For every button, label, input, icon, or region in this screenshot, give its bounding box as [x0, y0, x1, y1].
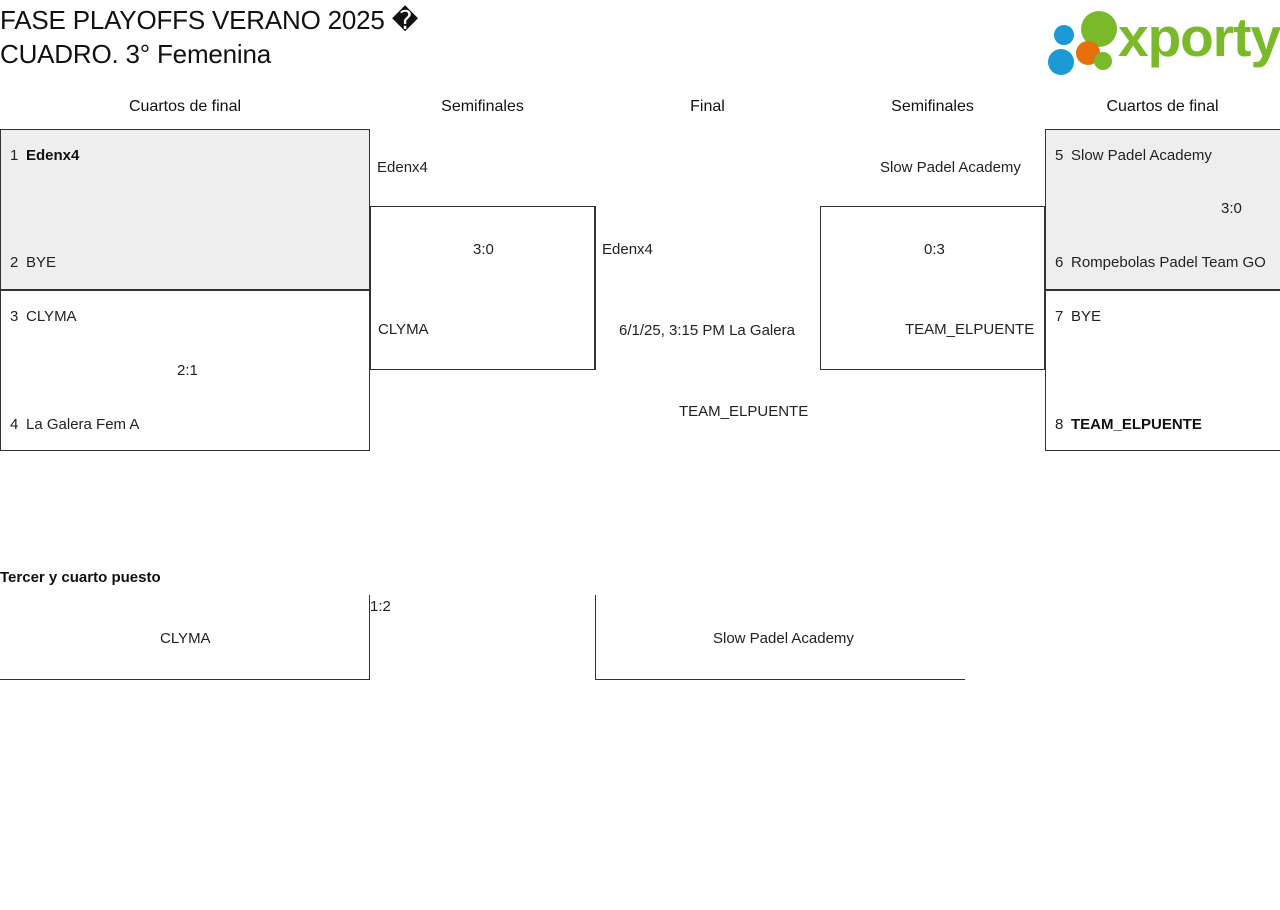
final-top-team[interactable]: Edenx4 [602, 241, 653, 258]
match-box-qf-right-2[interactable]: 7 BYE 8 TEAM_ELPUENTE [1045, 290, 1280, 451]
third-place-box-right[interactable]: Slow Padel Academy [595, 595, 965, 680]
seed-number: 4 [10, 416, 19, 433]
seed-number: 6 [1055, 254, 1064, 271]
logo-dots-icon [1048, 8, 1120, 75]
team-name[interactable]: Edenx4 [26, 147, 80, 164]
match-box-qf-right-1[interactable]: 5 Slow Padel Academy 3:0 6 Rompebolas Pa… [1045, 129, 1280, 290]
team-name[interactable]: La Galera Fem A [26, 416, 140, 433]
xporty-logo: xporty [1042, 4, 1280, 75]
column-header-quarterfinals-left: Cuartos de final [128, 98, 242, 115]
column-header-quarterfinals-right: Cuartos de final [1106, 98, 1219, 115]
semifinal-right-top-team[interactable]: Slow Padel Academy [880, 159, 1021, 176]
logo-dot-blue-top-icon [1054, 25, 1074, 45]
team-name[interactable]: TEAM_ELPUENTE [905, 321, 1035, 338]
logo-wordmark: xporty [1118, 6, 1280, 68]
team-name[interactable]: CLYMA [378, 321, 429, 338]
match-score: 3:0 [1221, 200, 1242, 217]
seed-number: 5 [1055, 147, 1064, 164]
seed-number: 1 [10, 147, 19, 164]
match-box-qf-left-2[interactable]: 3 CLYMA 2:1 4 La Galera Fem A [0, 290, 370, 451]
team-name[interactable]: BYE [1071, 308, 1102, 325]
page-title: FASE PLAYOFFS VERANO 2025 � CUADRO. 3° F… [0, 5, 419, 69]
third-place-score: 1:2 [370, 598, 391, 615]
seed-number: 3 [10, 308, 19, 325]
final-schedule: 6/1/25, 3:15 PM La Galera [619, 322, 795, 339]
team-name[interactable]: BYE [26, 254, 57, 271]
third-place-left-team[interactable]: CLYMA [160, 630, 211, 647]
third-place-title: Tercer y cuarto puesto [0, 569, 161, 586]
final-bottom-team[interactable]: TEAM_ELPUENTE [679, 403, 809, 420]
team-name[interactable]: CLYMA [26, 308, 77, 325]
connector-final-left [595, 206, 596, 370]
match-score: 2:1 [177, 362, 198, 379]
match-box-qf-left-1[interactable]: 1 Edenx4 2 BYE [0, 129, 370, 290]
seed-number: 7 [1055, 308, 1064, 325]
team-name[interactable]: Rompebolas Padel Team GO [1071, 254, 1266, 271]
match-score: 0:3 [924, 241, 945, 258]
logo-dot-blue-bottom-icon [1048, 49, 1074, 75]
match-box-semifinal-right[interactable]: 0:3 TEAM_ELPUENTE [820, 206, 1045, 370]
logo-dot-green-small-icon [1094, 52, 1112, 70]
seed-number: 8 [1055, 416, 1064, 433]
team-name[interactable]: TEAM_ELPUENTE [1071, 416, 1202, 433]
column-header-final: Final [690, 98, 725, 115]
third-place-box-left[interactable]: CLYMA [0, 595, 370, 680]
match-box-semifinal-left[interactable]: 3:0 CLYMA [370, 206, 595, 370]
column-header-semifinals-right: Semifinales [891, 98, 974, 115]
column-header-semifinals-left: Semifinales [441, 98, 524, 115]
team-name[interactable]: Slow Padel Academy [1071, 147, 1212, 164]
third-place-right-team[interactable]: Slow Padel Academy [713, 630, 854, 647]
semifinal-left-top-team[interactable]: Edenx4 [377, 159, 428, 176]
seed-number: 2 [10, 254, 19, 271]
match-score: 3:0 [473, 241, 494, 258]
